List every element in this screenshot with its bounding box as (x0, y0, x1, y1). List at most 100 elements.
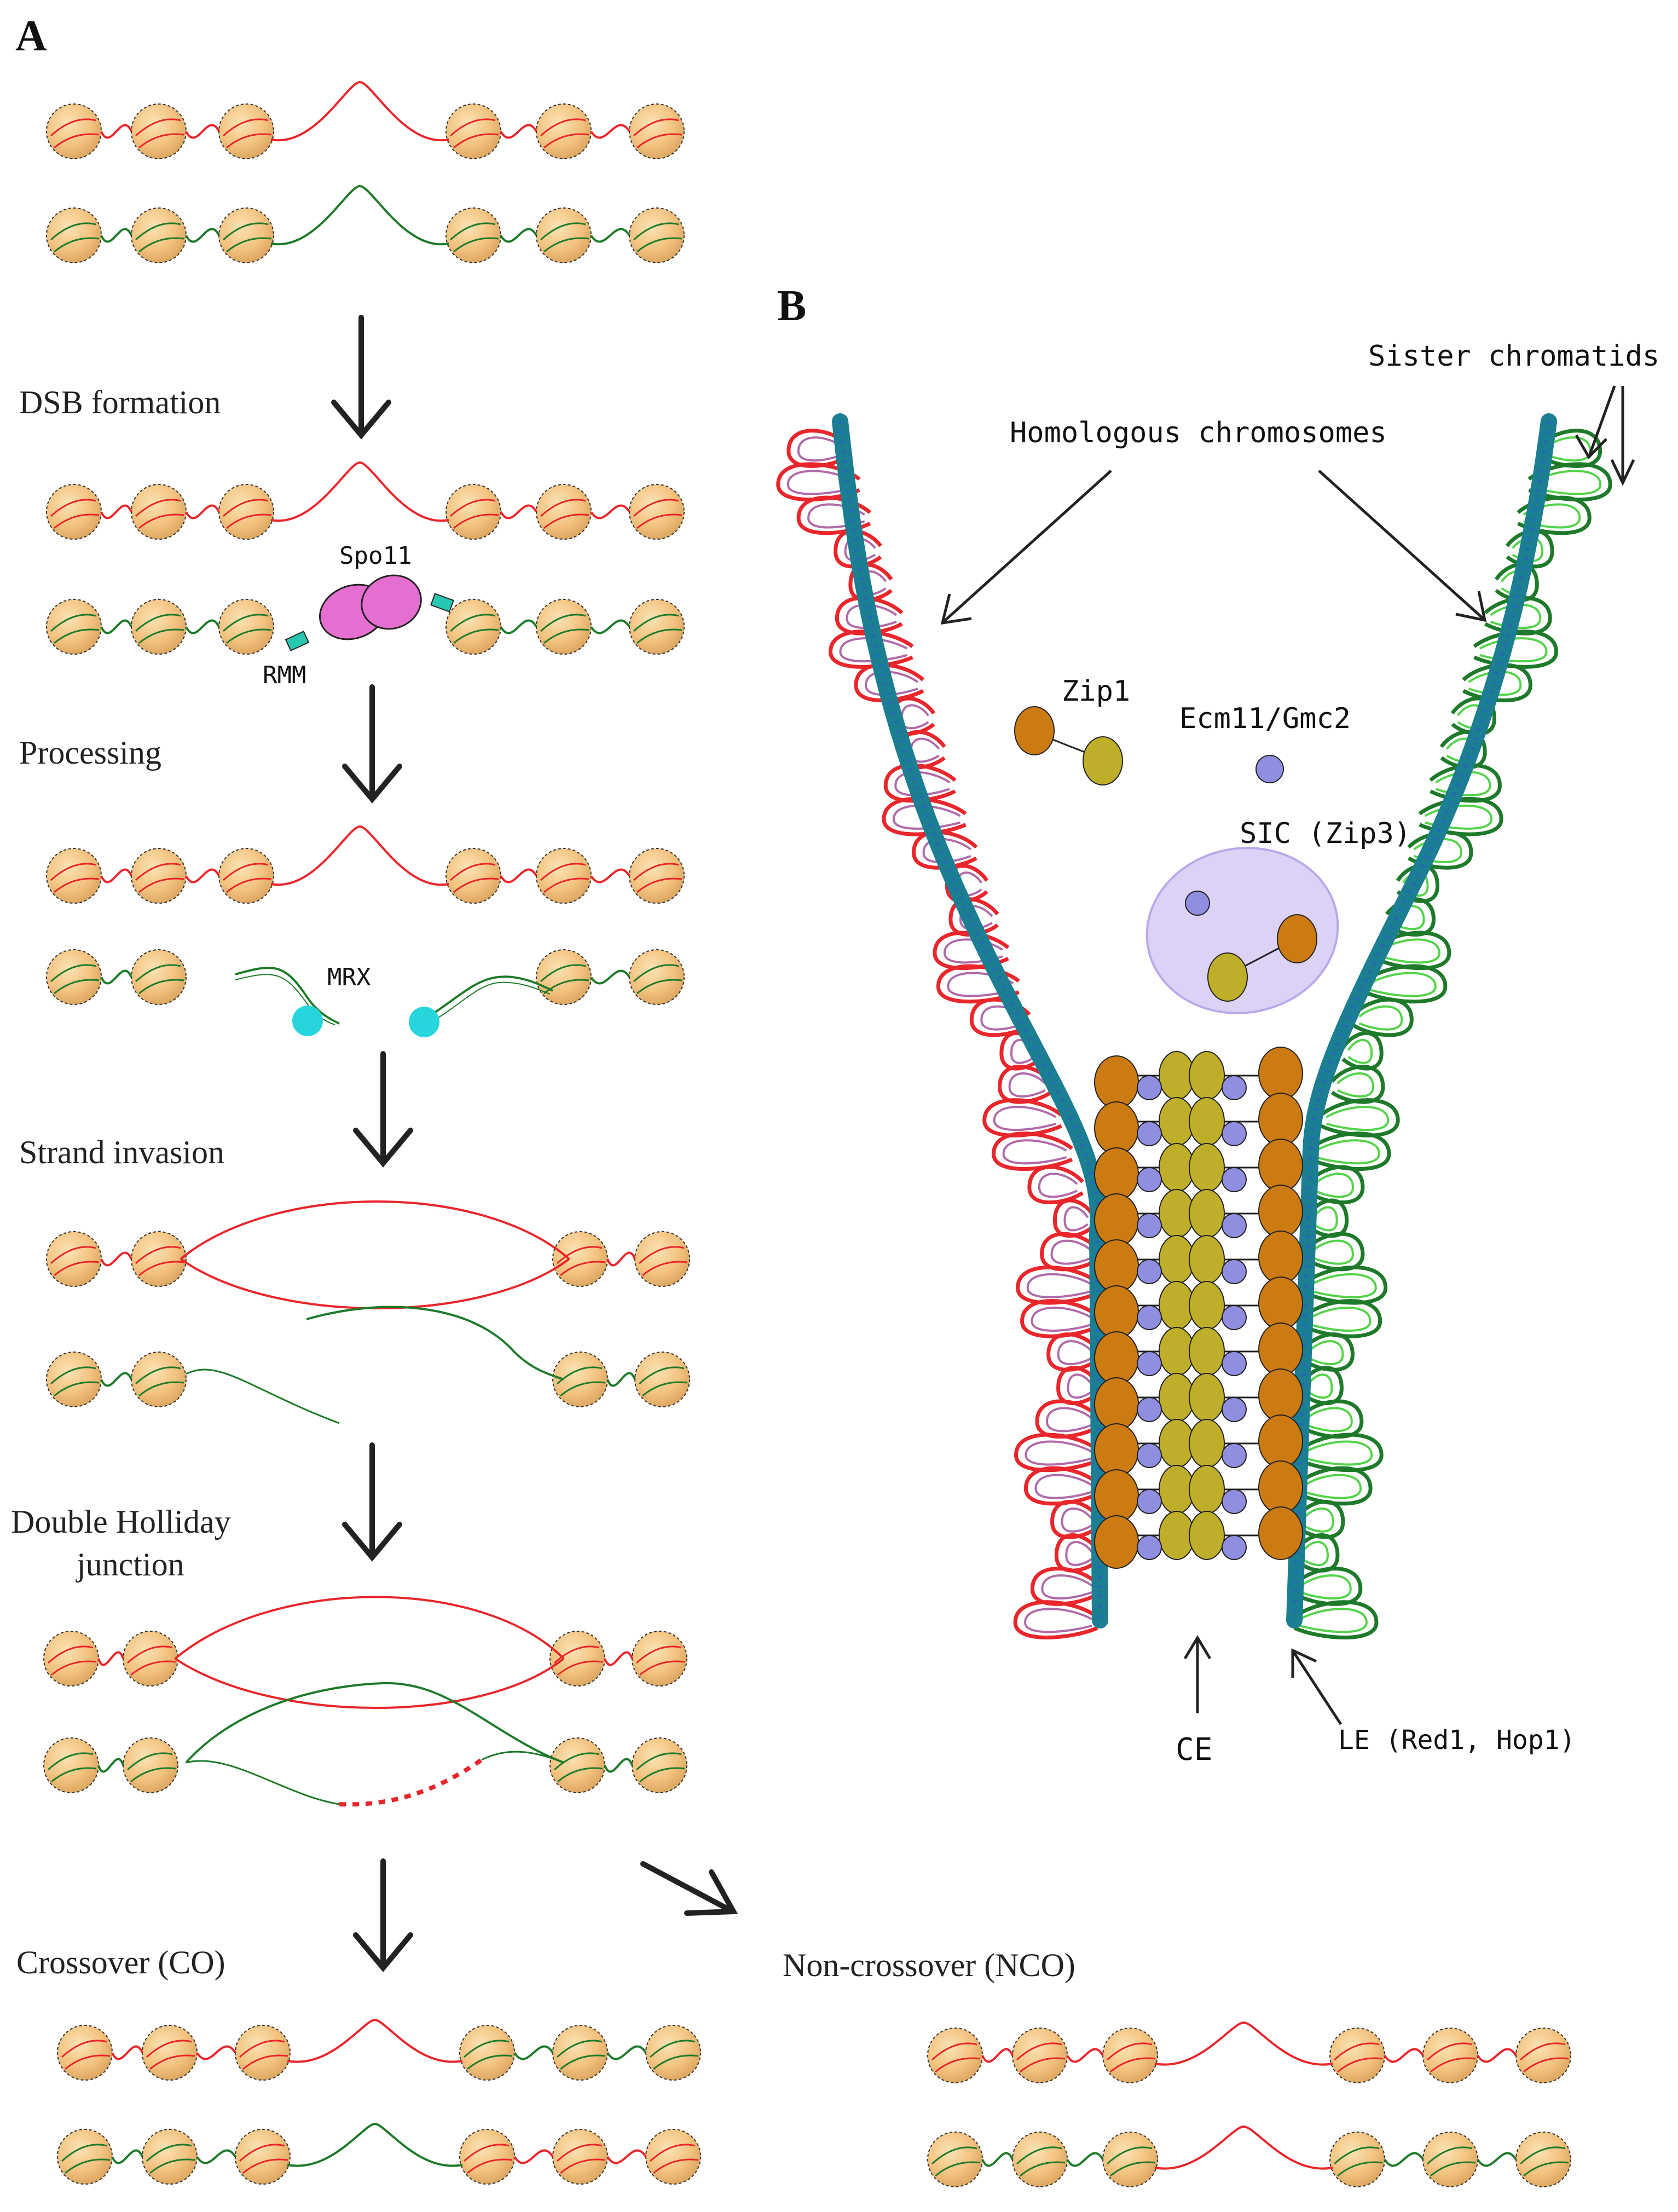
mrx-right-icon (409, 1007, 439, 1037)
chromatin-loop (1030, 1567, 1099, 1606)
ce-rung (1094, 1414, 1303, 1477)
chromatin-loop (1300, 1399, 1364, 1439)
nucleosome-icon (1515, 2132, 1571, 2187)
linker-dna (196, 2149, 236, 2164)
chromatin-loop (982, 1098, 1063, 1137)
linker-dna (606, 1372, 636, 1387)
spo11-label: Spo11 (339, 542, 412, 570)
chromatin-loop (1306, 1198, 1349, 1238)
linker-dna (590, 619, 630, 634)
right-lateral-element (1286, 413, 1557, 1628)
nucleosome-icon (629, 848, 685, 904)
nucleosome-icon (1329, 2132, 1385, 2187)
linker-dna (1384, 2152, 1424, 2167)
nucleosome-icon (123, 1737, 178, 1793)
nucleosome-icon (46, 207, 102, 263)
linker-dna (185, 868, 220, 883)
chromatin-loop (854, 663, 925, 702)
chromatin-loop (1303, 1299, 1382, 1338)
nucleosome-icon (632, 1737, 687, 1793)
chromatin-loop (1023, 1466, 1099, 1506)
nucleosome-icon (445, 848, 501, 904)
nucleosome-icon (57, 2025, 113, 2081)
nucleosome-icon (1422, 2132, 1478, 2187)
sic-zip1-olive-icon (1207, 952, 1248, 1002)
chromatin-loop (1298, 1466, 1373, 1506)
nucleosome-icon (459, 2129, 515, 2185)
ce-rung (1094, 1277, 1303, 1339)
central-element-ladder (1094, 1047, 1303, 1569)
chromatin-loop (1305, 1265, 1388, 1305)
nucleosome-icon (629, 207, 685, 263)
step-dhj-line2: junction (76, 1546, 184, 1583)
chromatin-loop (1050, 1499, 1099, 1539)
nucleosome-icon (131, 207, 187, 263)
nucleosome-icon (218, 599, 274, 655)
linker-dna (97, 1651, 124, 1666)
chromatin-loop (1305, 1232, 1365, 1272)
nucleosome-icon (1012, 2028, 1068, 2083)
nucleosome-icon (1329, 2028, 1385, 2083)
linker-dna (513, 2149, 554, 2164)
nucleosome-icon (46, 1352, 102, 1407)
nucleosome-icon (131, 484, 187, 540)
linker-dna (590, 228, 630, 243)
linker-dna (590, 504, 630, 519)
ce-rung (1094, 1506, 1303, 1569)
label-homologous-chromosomes: Homologous chromosomes (1010, 417, 1387, 449)
chromosome-segment (270, 80, 449, 142)
linker-dna (604, 1651, 633, 1666)
linker-dna (100, 868, 132, 883)
nucleosome-icon (536, 103, 592, 159)
linker-dna (100, 124, 132, 139)
linker-dna (100, 1372, 132, 1387)
nucleosome-icon (634, 1231, 690, 1287)
nucleosome-icon (131, 949, 187, 1005)
nucleosome-icon (549, 1737, 605, 1793)
chromatin-loop (1020, 1299, 1099, 1338)
rmm-right-icon (430, 593, 454, 613)
ce-rung (1094, 1139, 1303, 1201)
nucleosome-icon (46, 484, 102, 540)
chromatin-loop (1293, 1600, 1379, 1639)
linker-dna (604, 1758, 633, 1773)
nucleosome-icon (43, 1737, 99, 1793)
chromosome-segment (270, 825, 449, 886)
nucleosome-icon (459, 2025, 515, 2081)
linker-dna (185, 228, 220, 243)
chromatin-loop (1330, 1065, 1385, 1104)
nucleosome-icon (536, 848, 592, 904)
linker-dna (590, 124, 630, 139)
label-ecm11-gmc2: Ecm11/Gmc2 (1179, 702, 1351, 735)
nucleosome-icon (235, 2129, 291, 2185)
chromatin-loop (1300, 1366, 1344, 1405)
mrx-label: MRX (327, 963, 371, 991)
nucleosome-icon (1515, 2028, 1571, 2083)
nucleosome-icon (536, 484, 592, 540)
step-strand-invasion: Strand invasion (19, 1134, 224, 1170)
strand-invasion-shapes (180, 1200, 570, 1424)
linker-dna (1384, 2048, 1424, 2063)
nucleosome-icon (445, 484, 501, 540)
chromosome-segment (270, 461, 449, 522)
ce-rung (1094, 1185, 1303, 1247)
sic-complex-bubble (1145, 847, 1339, 1014)
nucleosome-icon (536, 949, 592, 1005)
chromatin-loop (1014, 1433, 1099, 1472)
processing-mrx: MRX (235, 963, 553, 1037)
chromatin-loop (1040, 1232, 1099, 1272)
chromatin-loop (1052, 1198, 1095, 1238)
linker-dna (100, 619, 132, 634)
chromosome-segment (287, 2018, 463, 2063)
linker-dna (185, 504, 220, 519)
panel-a-step-arrows (331, 315, 738, 1972)
linker-dna (981, 2152, 1014, 2167)
nucleosome-icon (218, 103, 274, 159)
nucleosome-icon (46, 949, 102, 1005)
nucleosome-icon (131, 848, 187, 904)
nucleosome-icon (1422, 2028, 1478, 2083)
nucleosome-icon (43, 1631, 99, 1687)
nucleosome-icon (445, 599, 501, 655)
step-dsb-formation: DSB formation (19, 384, 221, 420)
nucleosome-icon (549, 1631, 605, 1687)
